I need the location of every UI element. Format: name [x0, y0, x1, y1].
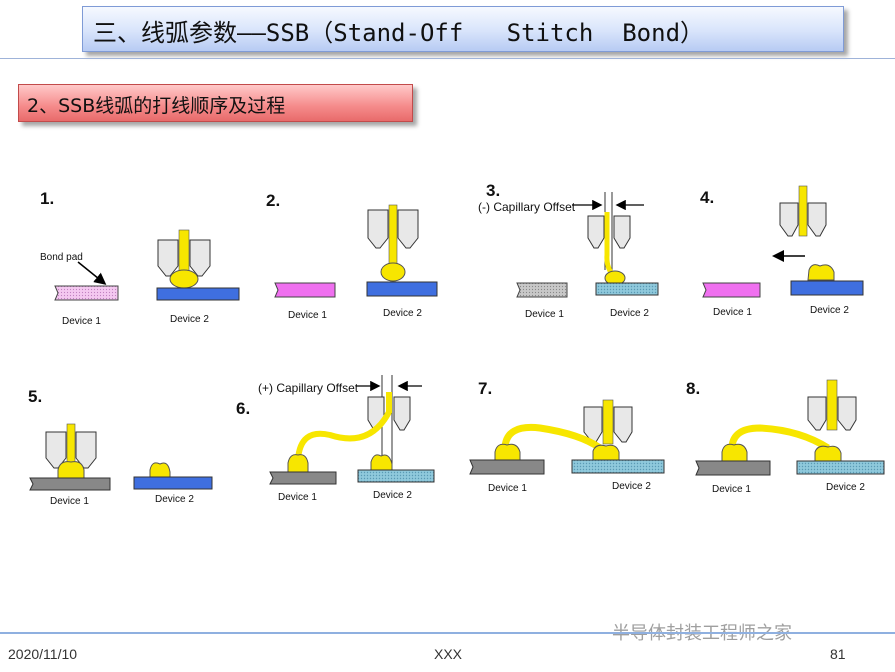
device2-label: Device 2	[612, 481, 651, 492]
device1-label: Device 1	[712, 484, 751, 495]
device2-label: Device 2	[155, 494, 194, 505]
device1-pad	[702, 282, 761, 298]
footer-divider	[0, 632, 895, 634]
ssb-process-diagram: 1. Bond pad Device 1 Device 2 2. Device …	[28, 181, 885, 507]
device2-label: Device 2	[373, 490, 412, 501]
step-8: 8. Device 1 Device 2	[686, 379, 885, 495]
step-3: 3. (-) Capillary Offset Device 1 Device …	[478, 181, 659, 320]
device1-label: Device 1	[288, 310, 327, 321]
step-number: 1.	[40, 189, 54, 208]
device2-label: Device 2	[810, 305, 849, 316]
device1-label: Device 1	[62, 316, 101, 327]
step-number: 2.	[266, 191, 280, 210]
step-number: 8.	[686, 379, 700, 398]
positive-offset-label: (+) Capillary Offset	[258, 381, 359, 395]
device1-label: Device 1	[713, 307, 752, 318]
step-number: 7.	[478, 379, 492, 398]
device2-pad	[571, 459, 665, 474]
device2-label: Device 2	[383, 308, 422, 319]
step-number: 6.	[236, 399, 250, 418]
step-1: 1. Bond pad Device 1 Device 2	[40, 189, 240, 327]
step-number: 4.	[700, 188, 714, 207]
step-7: 7. Device 1 Device 2	[469, 379, 665, 494]
device1-pad	[269, 471, 337, 485]
device2-pad	[366, 281, 438, 297]
device1-label: Device 1	[278, 492, 317, 503]
device1-pad	[29, 477, 111, 491]
device2-pad	[790, 280, 864, 296]
device1-label: Device 1	[525, 309, 564, 320]
device2-pad	[796, 460, 885, 475]
page-number: 81	[830, 646, 846, 662]
device2-label: Device 2	[826, 482, 865, 493]
device1-pad	[516, 282, 568, 298]
device2-pad	[357, 469, 435, 483]
title-divider	[0, 58, 895, 59]
bond-pad-label: Bond pad	[40, 252, 83, 263]
device2-label: Device 2	[610, 308, 649, 319]
step-number: 3.	[486, 181, 500, 200]
step-4: 4. Device 1 Device 2	[700, 185, 864, 318]
title-bar: 三、线弧参数——SSB（Stand-Off Stitch Bond）	[82, 6, 844, 52]
bond-pad-arrow	[77, 261, 107, 285]
negative-offset-label: (-) Capillary Offset	[478, 200, 576, 214]
device1-pad	[54, 285, 119, 301]
device2-label: Device 2	[170, 314, 209, 325]
step-5: 5. Device 1 Device 2	[28, 387, 213, 507]
section-subtitle: 2、SSB线弧的打线顺序及过程	[27, 95, 286, 117]
device2-pad	[156, 287, 240, 301]
step-number: 5.	[28, 387, 42, 406]
device1-label: Device 1	[50, 496, 89, 507]
device1-pad	[274, 282, 336, 298]
step-6: 6. (+) Capillary Offset Device 1 Device …	[236, 375, 435, 503]
step-2: 2. Device 1 Device 2	[266, 191, 438, 321]
device1-pad	[469, 459, 545, 475]
page-title: 三、线弧参数——SSB（Stand-Off Stitch Bond）	[93, 19, 705, 47]
device2-pad	[133, 476, 213, 490]
device1-pad	[695, 460, 771, 476]
device2-pad	[595, 282, 659, 296]
subtitle-box: 2、SSB线弧的打线顺序及过程	[18, 84, 413, 122]
device1-label: Device 1	[488, 483, 527, 494]
footer-center: XXX	[434, 646, 463, 662]
footer-date: 2020/11/10	[8, 646, 78, 662]
